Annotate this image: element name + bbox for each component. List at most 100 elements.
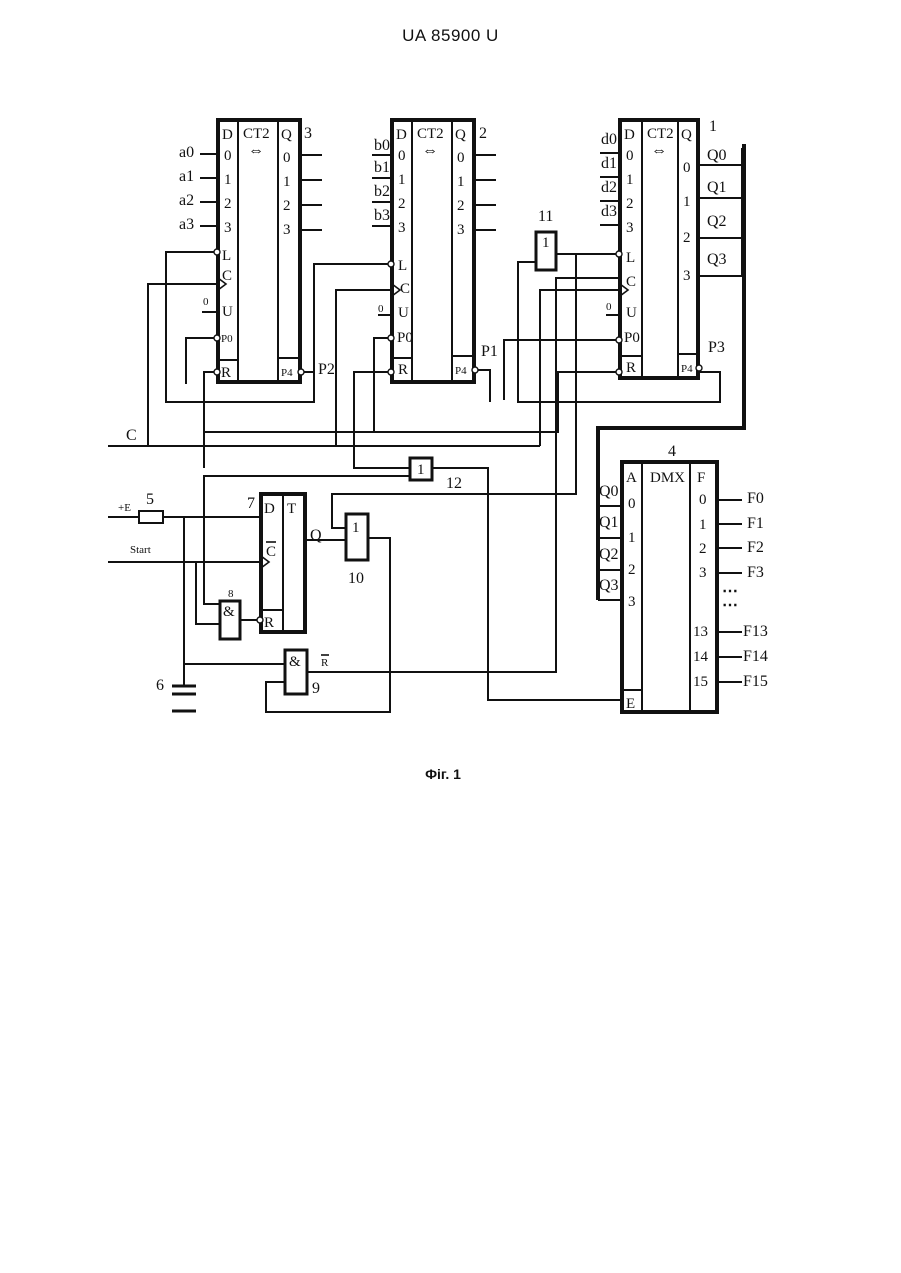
output-f13: F13 — [743, 623, 768, 640]
input-a1: a1 — [179, 168, 194, 185]
counter-2-pin-d2: 2 — [398, 196, 406, 212]
input-b0: b0 — [374, 137, 390, 154]
gate-10-symbol: 1 — [352, 520, 360, 536]
capacitor-label: 6 — [156, 677, 164, 694]
flipflop-pin-r: R — [264, 615, 274, 631]
counter-3-pin-q3: 3 — [283, 222, 291, 238]
counter-1-pin-c: C — [626, 274, 636, 290]
input-b2: b2 — [374, 183, 390, 200]
counter-1-pin-q3: 3 — [683, 268, 691, 284]
output-q0: Q0 — [707, 147, 727, 164]
demux-pin-f15: 15 — [693, 674, 708, 690]
counter-3-pin-q2: 2 — [283, 198, 291, 214]
gate-8-symbol: & — [223, 604, 235, 620]
counter-1-pin-l: L — [626, 250, 635, 266]
gate-10-label: 10 — [348, 570, 364, 587]
demux-input-q0: Q0 — [599, 483, 619, 500]
counter-1-pin-d0: 0 — [626, 148, 634, 164]
demux-input-q1: Q1 — [599, 514, 619, 531]
demux-pin-a3: 3 — [628, 594, 636, 610]
counter-1-pin-d3: 3 — [626, 220, 634, 236]
counter-1-pin-p0: P0 — [624, 330, 640, 346]
output-f1: F1 — [747, 515, 764, 532]
carry-p3: P3 — [708, 339, 725, 356]
gate-11: 1 11 — [536, 208, 556, 270]
ellipsis-icon: ⋯ — [722, 597, 738, 614]
gate-9-label: 9 — [312, 680, 320, 697]
counter-1-pin-q1: 1 — [683, 194, 691, 210]
svg-text:R: R — [321, 657, 329, 669]
input-b1: b1 — [374, 159, 390, 176]
demux-pin-a0: 0 — [628, 496, 636, 512]
gate-12-label: 12 — [446, 475, 462, 492]
counter-3-pin-q0: 0 — [283, 150, 291, 166]
output-q3: Q3 — [707, 251, 727, 268]
counter-3-pin-d0: 0 — [224, 148, 232, 164]
counter-3-pin-r: R — [221, 365, 231, 381]
counter-2: D 0 1 2 3 L C U P0 R CT2 ⇔ Q 0 1 2 3 P4 … — [374, 120, 498, 382]
counter-1-bidirectional-icon: ⇔ — [651, 142, 667, 159]
counter-2-bidirectional-icon: ⇔ — [422, 142, 438, 159]
input-a3: a3 — [179, 216, 194, 233]
input-d3: d3 — [601, 203, 617, 220]
clock-label: C — [126, 427, 137, 444]
counter-2-type: CT2 — [417, 126, 444, 142]
flipflop-pin-t: T — [287, 501, 296, 517]
counter-1-pin-p4: P4 — [681, 363, 693, 375]
demux-pin-f: F — [697, 470, 705, 486]
output-f14: F14 — [743, 648, 768, 665]
counter-3-pin-d2: 2 — [224, 196, 232, 212]
counter-3-pin-q1: 1 — [283, 174, 291, 190]
resistor-5: 5 +E — [118, 491, 163, 523]
gate-9: & 9 — [285, 650, 320, 697]
resistor-label: 5 — [146, 491, 154, 508]
counter-1-pin-q0: 0 — [683, 160, 691, 176]
input-b3: b3 — [374, 207, 390, 224]
counter-2-pin-r: R — [398, 362, 408, 378]
demux-pin-f14: 14 — [693, 649, 709, 665]
capacitor-6: 6 — [156, 677, 196, 711]
output-f15: F15 — [743, 673, 768, 690]
counter-3-pin-p0: P0 — [221, 333, 233, 345]
demux-type: DMX — [650, 470, 685, 486]
gate-9-symbol: & — [289, 654, 301, 670]
counter-1-pin-r: R — [626, 360, 636, 376]
counter-2-pin-q: Q — [455, 127, 466, 143]
counter-2-pin-u: U — [398, 305, 409, 321]
counter-1-pin-q: Q — [681, 127, 692, 143]
counter-2-pin-q1: 1 — [457, 174, 465, 190]
output-f2: F2 — [747, 539, 764, 556]
counter-3-pin-u: U — [222, 304, 233, 320]
input-a2: a2 — [179, 192, 194, 209]
start-label: Start — [130, 544, 151, 556]
demux-pin-a: A — [626, 470, 637, 486]
counter-2-pin-c: C — [400, 281, 410, 297]
carry-p2: P2 — [318, 361, 335, 378]
counter-1-pin-u: U — [626, 305, 637, 321]
input-d2: d2 — [601, 179, 617, 196]
flipflop-label: 7 — [247, 495, 255, 512]
demux-pin-e: E — [626, 696, 635, 712]
counter-3-pin-d3: 3 — [224, 220, 232, 236]
reset-bar-label: R — [321, 655, 329, 669]
counter-2-pin-d3: 3 — [398, 220, 406, 236]
counter-2-pin-p0: P0 — [397, 330, 413, 346]
counter-2-pin-l: L — [398, 258, 407, 274]
counter-1-pin-q2: 2 — [683, 230, 691, 246]
demux-pin-a1: 1 — [628, 530, 636, 546]
gate-8: & 8 — [220, 588, 240, 639]
input-a0: a0 — [179, 144, 194, 161]
input-d1: d1 — [601, 155, 617, 172]
counter-2-pin-d0: 0 — [398, 148, 406, 164]
output-q2: Q2 — [707, 213, 727, 230]
input-d0: d0 — [601, 131, 617, 148]
counter-1-pin-d2: 2 — [626, 196, 634, 212]
counter-3-pin-d1: 1 — [224, 172, 232, 188]
counter-3-type: CT2 — [243, 126, 270, 142]
counter-2-pin-q2: 2 — [457, 198, 465, 214]
counter-3-pin-d: D — [222, 127, 233, 143]
output-q1: Q1 — [707, 179, 727, 196]
carry-p1: P1 — [481, 343, 498, 360]
counter-2-label: 2 — [479, 125, 487, 142]
